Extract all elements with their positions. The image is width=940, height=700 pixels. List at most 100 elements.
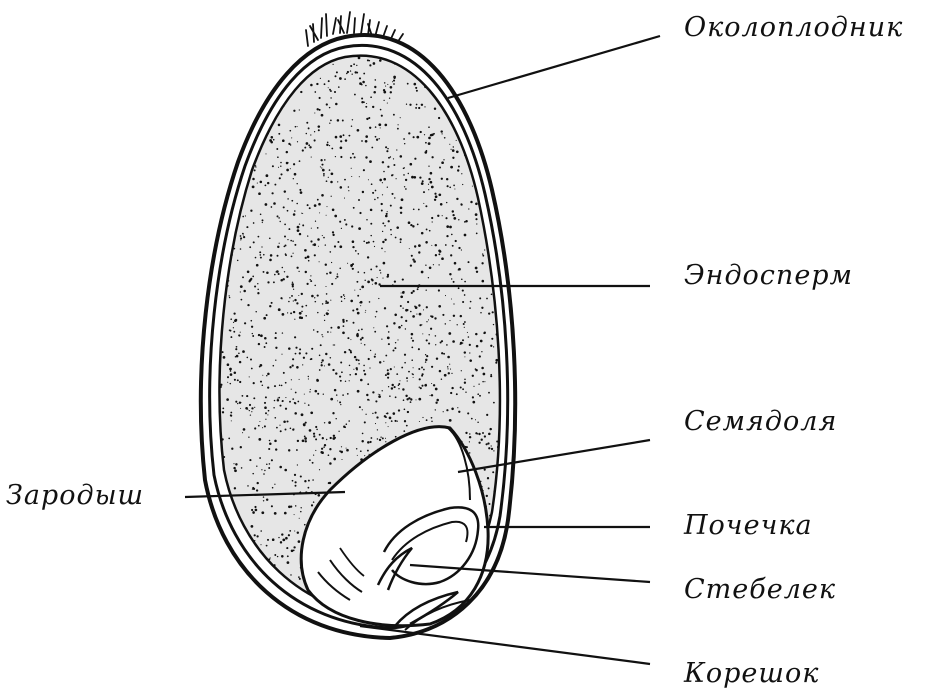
stipple-dot xyxy=(364,455,366,457)
stipple-dot xyxy=(372,240,375,243)
stipple-dot xyxy=(222,605,224,607)
stipple-dot xyxy=(262,496,265,498)
stipple-dot xyxy=(411,359,413,361)
stipple-dot xyxy=(244,215,246,217)
embryo-body xyxy=(299,425,490,628)
stipple-dot xyxy=(492,323,495,326)
stipple-dot xyxy=(251,583,255,586)
stipple-dot xyxy=(380,209,383,212)
stipple-dot xyxy=(393,413,395,415)
stipple-dot xyxy=(412,367,414,369)
stipple-dot xyxy=(459,386,462,389)
stipple-dot xyxy=(231,155,233,157)
stipple-dot xyxy=(251,185,255,189)
stipple-dot xyxy=(418,367,421,371)
stipple-dot xyxy=(478,441,481,444)
stipple-dot xyxy=(330,97,332,99)
stipple-dot xyxy=(382,277,384,279)
stipple-dot xyxy=(313,254,316,257)
stipple-dot xyxy=(316,108,319,111)
stipple-dot xyxy=(350,167,352,169)
stipple-dot xyxy=(446,225,450,228)
stipple-dot xyxy=(211,544,213,546)
stipple-dot xyxy=(234,131,237,133)
stipple-dot xyxy=(221,558,224,560)
stipple-dot xyxy=(257,292,260,295)
stipple-dot xyxy=(468,441,471,443)
stipple-dot xyxy=(507,544,508,545)
stipple-dot xyxy=(315,449,317,452)
stipple-dot xyxy=(446,201,448,204)
stipple-dot xyxy=(387,147,389,150)
stipple-dot xyxy=(434,195,438,199)
stipple-dot xyxy=(450,233,453,236)
stipple-dot xyxy=(279,220,281,223)
stipple-dot xyxy=(383,90,387,94)
stipple-dot xyxy=(227,178,230,181)
stipple-dot xyxy=(424,354,427,356)
stipple-dot xyxy=(269,66,272,69)
stipple-dot xyxy=(444,323,447,325)
stipple-dot xyxy=(425,419,428,421)
stipple-dot xyxy=(446,234,449,238)
stipple-dot xyxy=(410,332,414,336)
stipple-dot xyxy=(441,133,443,135)
stipple-dot xyxy=(498,66,500,68)
stipple-dot xyxy=(381,194,384,196)
stipple-dot xyxy=(208,60,210,62)
stipple-dot xyxy=(271,538,275,541)
stipple-dot xyxy=(423,202,425,204)
stipple-dot xyxy=(467,336,470,338)
stipple-dot xyxy=(480,78,482,81)
stipple-dot xyxy=(255,85,257,87)
stipple-dot xyxy=(386,273,390,277)
stipple-dot xyxy=(420,231,424,235)
stipple-dot xyxy=(296,126,298,128)
stipple-dot xyxy=(450,254,453,257)
stipple-dot xyxy=(341,458,343,461)
stipple-dot xyxy=(268,237,271,240)
stipple-dot xyxy=(257,333,261,337)
stipple-dot xyxy=(438,249,441,253)
stipple-dot xyxy=(256,182,258,184)
stipple-dot xyxy=(430,315,432,317)
stipple-dot xyxy=(489,514,492,517)
stipple-dot xyxy=(430,186,433,188)
stipple-dot xyxy=(230,592,233,594)
stipple-dot xyxy=(426,354,429,358)
stipple-dot xyxy=(371,146,374,149)
stipple-dot xyxy=(490,373,492,376)
stipple-dot xyxy=(408,397,411,400)
stipple-dot xyxy=(279,424,281,426)
stipple-dot xyxy=(210,109,213,112)
stem xyxy=(376,546,413,591)
stipple-dot xyxy=(277,123,281,127)
stipple-dot xyxy=(298,576,300,578)
stipple-dot xyxy=(386,102,388,104)
stipple-dot xyxy=(307,127,310,130)
stipple-dot xyxy=(285,397,287,399)
stipple-dot xyxy=(505,174,507,176)
stipple-dot xyxy=(413,176,417,179)
stipple-dot xyxy=(229,100,232,102)
stipple-dot xyxy=(451,407,454,411)
stipple-dot xyxy=(282,278,285,281)
stipple-dot xyxy=(240,239,242,241)
stipple-dot xyxy=(420,270,424,274)
stipple-dot xyxy=(494,121,496,123)
stipple-dot xyxy=(437,214,440,217)
pericarp-inner-wall xyxy=(208,44,510,630)
stipple-dot xyxy=(394,341,397,344)
stipple-dot xyxy=(229,373,233,376)
stipple-dot xyxy=(453,184,455,187)
stipple-dot xyxy=(376,438,379,440)
stipple-dot xyxy=(319,344,322,347)
stipple-dot xyxy=(460,203,463,206)
stipple-dot xyxy=(476,623,478,625)
stipple-dot xyxy=(260,530,263,532)
stipple-dot xyxy=(248,70,251,73)
stipple-dot xyxy=(255,597,259,601)
stipple-dot xyxy=(243,104,246,107)
stipple-dot xyxy=(458,59,460,62)
stipple-dot xyxy=(227,142,230,144)
